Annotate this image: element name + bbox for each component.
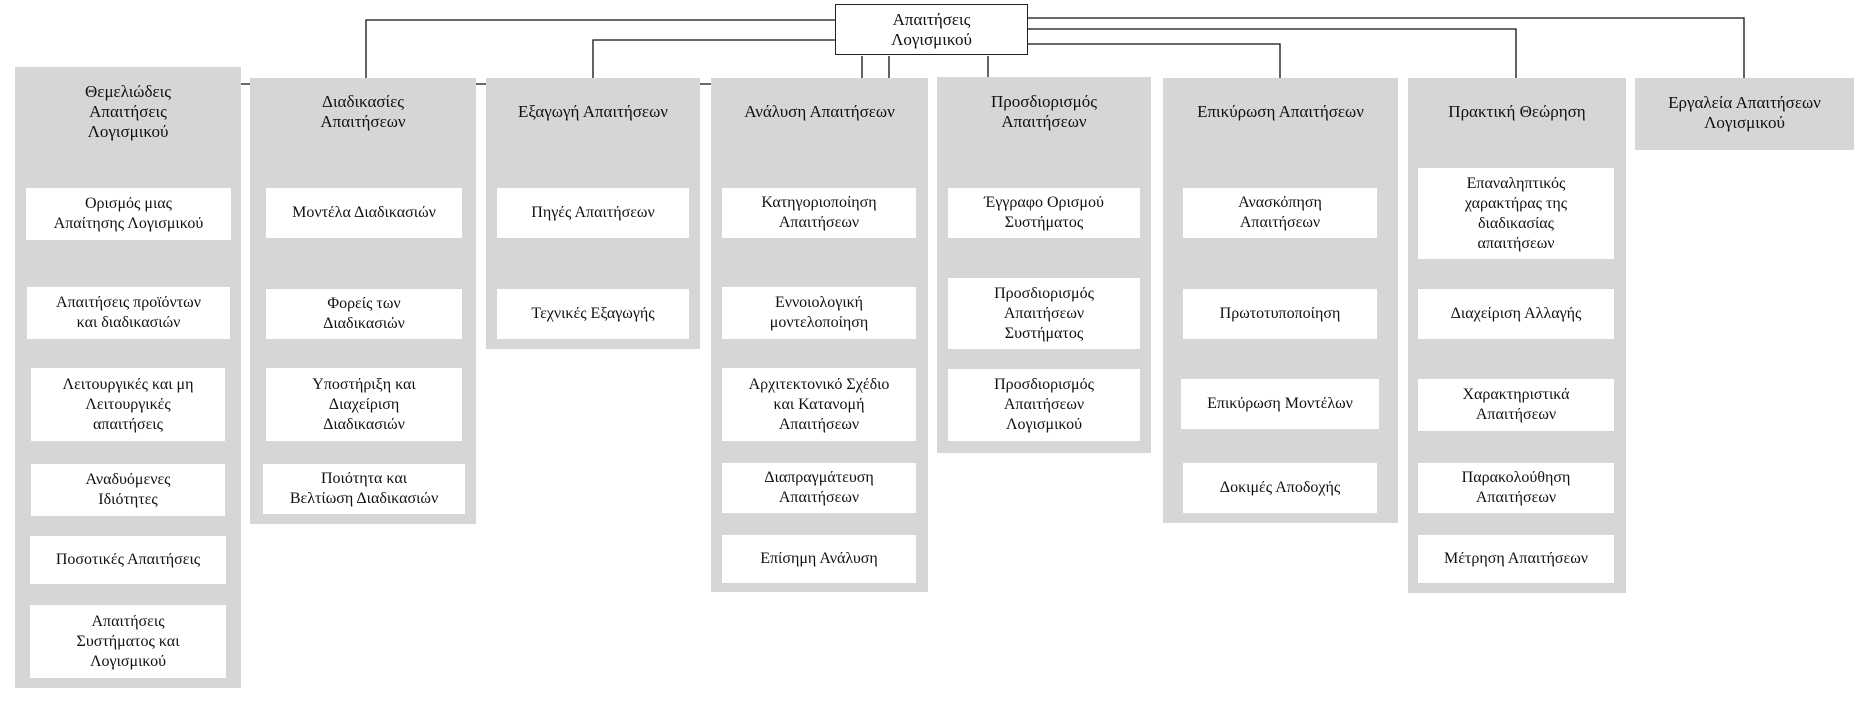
category-title: Διαδικασίες Απαιτήσεων xyxy=(320,92,406,131)
connector-tools xyxy=(1028,17,1745,78)
category-title: Εργαλεία Απαιτήσεων Λογισμικού xyxy=(1668,93,1821,132)
category-item: Ανασκόπηση Απαιτήσεων xyxy=(1183,188,1377,238)
category-tools: Εργαλεία Απαιτήσεων Λογισμικού xyxy=(1635,78,1854,150)
category-validation: Επικύρωση Απαιτήσεων Ανασκόπηση Απαιτήσε… xyxy=(1163,78,1398,523)
category-item: Διαπραγμάτευση Απαιτήσεων xyxy=(722,463,916,513)
category-item: Διαχείριση Αλλαγής xyxy=(1418,289,1614,339)
category-title: Επικύρωση Απαιτήσεων xyxy=(1197,102,1364,121)
category-item: Μοντέλα Διαδικασιών xyxy=(266,188,462,238)
category-item: Τεχνικές Εξαγωγής xyxy=(497,289,689,339)
category-item: Μέτρηση Απαιτήσεων xyxy=(1418,535,1614,583)
category-item: Φορείς των Διαδικασιών xyxy=(266,289,462,339)
category-item: Προσδιορισμός Απαιτήσεων Λογισμικού xyxy=(948,369,1140,441)
category-item: Πρωτοτυποποίηση xyxy=(1183,289,1377,339)
category-title: Πρακτική Θεώρηση xyxy=(1448,102,1586,121)
category-title: Ανάλυση Απαιτήσεων xyxy=(744,102,895,121)
category-item: Αναδυόμενες Ιδιότητες xyxy=(31,464,225,516)
category-item: Ποιότητα και Βελτίωση Διαδικασιών xyxy=(263,464,465,514)
category-item: Υποστήριξη και Διαχείριση Διαδικασιών xyxy=(266,368,462,441)
category-item: Προσδιορισμός Απαιτήσεων Συστήματος xyxy=(948,278,1140,349)
category-item: Έγγραφο Ορισμού Συστήματος xyxy=(948,188,1140,238)
category-item: Ποσοτικές Απαιτήσεις xyxy=(30,536,226,584)
category-item: Ορισμός μιας Απαίτησης Λογισμικού xyxy=(26,188,231,240)
category-item: Απαιτήσεις προϊόντων και διαδικασιών xyxy=(27,287,230,339)
category-item: Λειτουργικές και μη Λειτουργικές απαιτήσ… xyxy=(31,368,225,441)
category-specification: Προσδιορισμός Απαιτήσεων Έγγραφο Ορισμού… xyxy=(937,77,1151,453)
category-item: Πηγές Απαιτήσεων xyxy=(497,188,689,238)
category-item: Επίσημη Ανάλυση xyxy=(722,535,916,583)
connector-validation xyxy=(1028,43,1281,89)
category-item: Απαιτήσεις Συστήματος και Λογισμικού xyxy=(30,605,226,678)
category-title: Προσδιορισμός Απαιτήσεων xyxy=(990,92,1098,131)
connector-elicitation xyxy=(592,39,835,89)
category-title: Θεμελιώδεις Απαιτήσεις Λογισμικού xyxy=(85,82,171,141)
category-item: Παρακολούθηση Απαιτήσεων xyxy=(1418,463,1614,513)
category-fundamentals: Θεμελιώδεις Απαιτήσεις Λογισμικού Ορισμό… xyxy=(15,67,241,688)
category-item: Χαρακτηριστικά Απαιτήσεων xyxy=(1418,379,1614,431)
category-item: Κατηγοριοποίηση Απαιτήσεων xyxy=(722,188,916,238)
category-practical: Πρακτική Θεώρηση Επαναληπτικός χαρακτήρα… xyxy=(1408,78,1626,593)
category-item: Επαναληπτικός χαρακτήρας της διαδικασίας… xyxy=(1418,168,1614,259)
category-item: Δοκιμές Αποδοχής xyxy=(1183,463,1377,513)
root-node: Απαιτήσεις Λογισμικού xyxy=(835,4,1028,55)
category-item: Επικύρωση Μοντέλων xyxy=(1181,379,1379,429)
category-title: Εξαγωγή Απαιτήσεων xyxy=(518,102,668,121)
connector-practical xyxy=(1028,28,1517,89)
category-item: Εννοιολογική μοντελοποίηση xyxy=(722,287,916,339)
category-analysis: Ανάλυση Απαιτήσεων Κατηγοριοποίηση Απαιτ… xyxy=(711,78,928,592)
category-item: Αρχιτεκτονικό Σχέδιο και Κατανομή Απαιτή… xyxy=(722,368,916,441)
category-elicitation: Εξαγωγή Απαιτήσεων Πηγές Απαιτήσεων Τεχν… xyxy=(486,78,700,349)
connector-processes xyxy=(365,19,835,78)
category-processes: Διαδικασίες Απαιτήσεων Μοντέλα Διαδικασι… xyxy=(250,78,476,524)
